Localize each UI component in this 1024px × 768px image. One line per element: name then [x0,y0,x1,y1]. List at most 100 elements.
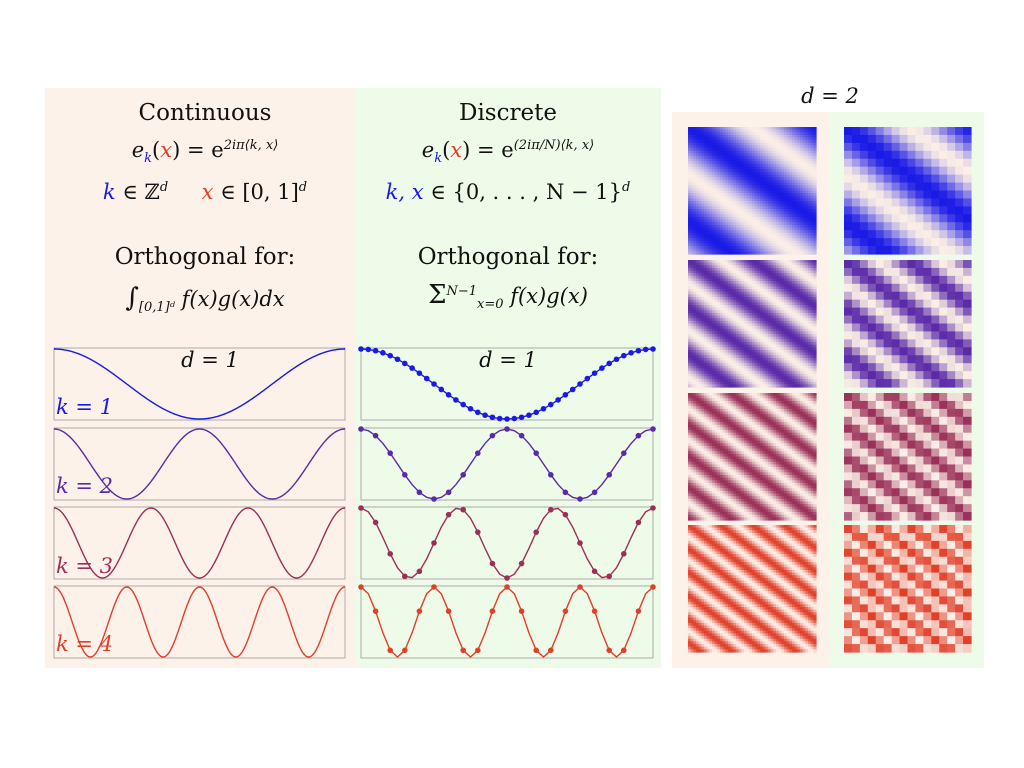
continuous-2d-cell-k2 [728,304,732,309]
discrete-sample-point-k1 [467,405,474,412]
continuous-2d-cell-k1 [808,227,812,231]
continuous-2d-cell-k2 [810,299,814,303]
continuous-2d-cell-k2 [797,323,801,327]
continuous-2d-cell-k1 [768,169,772,173]
continuous-2d-cell-k2 [701,302,705,306]
continuous-2d-cell-k1 [797,248,801,252]
continuous-2d-cell-k1 [706,195,710,200]
continuous-2d-cell-k2 [754,312,758,317]
continuous-2d-cell-k1 [794,201,798,205]
discrete-basis-formula: ek(x) = e(2iπ/N)⟨k, x⟩ [421,138,595,167]
continuous-2d-cell-k2 [802,315,806,319]
discrete-sample-point-k1 [394,356,401,363]
continuous-2d-cell-k2 [696,320,700,325]
continuous-2d-cell-k1 [765,248,769,252]
continuous-2d-cell-k2 [714,315,718,319]
continuous-2d-cell-k2 [736,304,740,309]
continuous-2d-cell-k1 [813,182,817,186]
discrete-sample-point-k1 [453,397,459,403]
continuous-2d-cell-k2 [789,323,793,327]
continuous-2d-cell-k1 [693,134,697,139]
continuous-2d-cell-k1 [805,198,809,202]
continuous-2d-cell-k1 [741,187,745,192]
continuous-2d-cell-k2 [808,334,812,338]
continuous-2d-cell-k1 [717,145,721,149]
continuous-2d-cell-k1 [802,153,806,157]
continuous-2d-cell-k1 [698,187,702,192]
continuous-2d-cell-k1 [730,158,734,162]
continuous-2d-cell-k2 [712,307,716,311]
continuous-2d-cell-k1 [794,134,798,139]
continuous-2d-cell-k1 [706,209,710,213]
continuous-2d-cell-k1 [701,248,705,252]
continuous-2d-cell-k2 [789,315,793,319]
continuous-2d-cell-k1 [733,251,737,255]
continuous-2d-cell-k2 [720,273,724,277]
continuous-2d-cell-k1 [746,164,750,168]
continuous-2d-cell-k1 [690,243,694,247]
continuous-2d-cell-k1 [730,240,734,245]
continuous-2d-cell-k1 [789,142,793,147]
continuous-2d-cell-k1 [797,240,801,245]
continuous-2d-cell-k1 [688,251,692,255]
continuous-2d-cell-k1 [808,238,812,242]
continuous-2d-cell-k2 [690,312,694,317]
continuous-2d-cell-k1 [797,156,801,160]
continuous-2d-cell-k1 [805,164,809,168]
continuous-2d-cell-k2 [760,262,764,266]
continuous-2d-cell-k1 [693,153,697,157]
continuous-2d-cell-k1 [754,224,758,229]
continuous-2d-cell-k1 [738,177,742,181]
continuous-2d-cell-k1 [688,174,692,178]
continuous-2d-cell-k2 [760,283,764,288]
continuous-2d-cell-k1 [762,193,766,197]
continuous-2d-cell-k1 [757,150,761,155]
continuous-2d-cell-k1 [733,230,737,234]
continuous-2d-cell-k2 [762,307,766,311]
continuous-2d-cell-k1 [706,243,710,247]
continuous-2d-cell-k2 [794,326,798,330]
continuous-2d-cell-k1 [765,166,769,170]
continuous-2d-cell-k1 [736,195,740,200]
continuous-2d-cell-k1 [757,198,761,202]
continuous-2d-cell-k2 [762,336,766,340]
continuous-2d-cell-k1 [714,214,718,218]
continuous-2d-cell-k1 [701,171,705,176]
continuous-2d-cell-k1 [776,169,780,173]
continuous-2d-cell-k1 [722,177,726,181]
continuous-2d-cell-k2 [762,339,766,343]
continuous-2d-cell-k1 [736,211,740,215]
continuous-2d-cell-k1 [760,251,764,255]
continuous-2d-cell-k1 [714,219,718,223]
continuous-2d-cell-k2 [712,267,716,272]
continuous-2d-cell-k1 [813,230,817,234]
continuous-2d-cell-k2 [792,278,796,282]
continuous-2d-cell-k1 [762,248,766,252]
continuous-2d-cell-k2 [778,289,782,293]
continuous-2d-cell-k1 [781,195,785,200]
continuous-2d-cell-k1 [776,195,780,200]
continuous-2d-cell-k1 [776,156,780,160]
continuous-2d-cell-k1 [712,129,716,133]
continuous-2d-cell-k1 [784,148,788,152]
continuous-2d-cell-k2 [794,286,798,290]
continuous-2d-cell-k2 [717,326,721,330]
continuous-2d-cell-k1 [690,195,694,200]
continuous-2d-cell-k1 [717,235,721,239]
continuous-2d-cell-k1 [690,140,694,144]
continuous-2d-cell-k1 [768,193,772,197]
continuous-2d-cell-k1 [738,248,742,252]
continuous-2d-cell-k2 [781,260,785,264]
continuous-2d-cell-k2 [797,320,801,325]
continuous-2d-cell-k1 [720,150,724,155]
continuous-2d-cell-k1 [762,177,766,181]
continuous-2d-cell-k1 [765,158,769,162]
continuous-2d-cell-k2 [741,310,745,314]
discrete-sample-point-k2 [650,426,656,432]
continuous-2d-cell-k2 [736,320,740,325]
continuous-2d-cell-k2 [810,334,814,338]
continuous-2d-cell-k1 [738,158,742,162]
continuous-2d-cell-k2 [706,315,710,319]
continuous-2d-cell-k2 [749,331,753,335]
continuous-2d-cell-k1 [736,134,740,139]
